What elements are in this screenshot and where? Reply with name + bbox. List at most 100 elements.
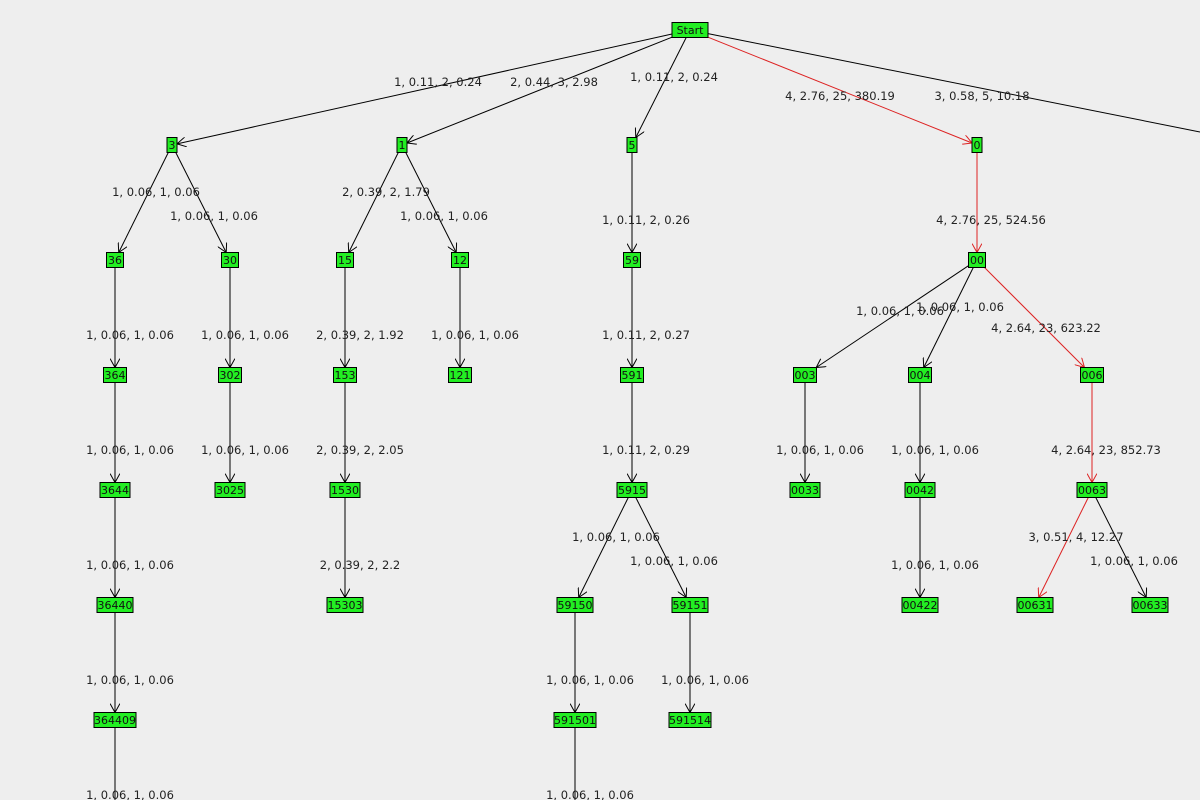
tree-node-15303[interactable]: 15303 — [326, 597, 364, 613]
tree-node-1530[interactable]: 1530 — [329, 482, 361, 498]
node-box — [106, 252, 124, 268]
node-label: 591 — [622, 369, 643, 382]
tree-node-15[interactable]: 15 — [336, 252, 354, 268]
tree-node-5915[interactable]: 5915 — [616, 482, 648, 498]
tree-node-00422[interactable]: 00422 — [901, 597, 939, 613]
tree-node-59[interactable]: 59 — [623, 252, 641, 268]
edge-label-59150-to-591501: 1, 0.06, 1, 0.06 — [546, 673, 634, 687]
tree-node-153[interactable]: 153 — [333, 367, 357, 383]
node-label: 59151 — [673, 599, 708, 612]
tree-node-12[interactable]: 12 — [451, 252, 469, 268]
edge-3-to-30 — [175, 152, 226, 253]
edge-label-Start-to-0: 4, 2.76, 25, 380.19 — [785, 89, 895, 103]
edge-00-to-004 — [924, 267, 974, 368]
edge-label-3-to-30: 1, 0.06, 1, 0.06 — [170, 209, 258, 223]
tree-node-3644[interactable]: 3644 — [99, 482, 131, 498]
tree-node-59150[interactable]: 59150 — [556, 597, 594, 613]
tree-node-364409[interactable]: 364409 — [93, 712, 137, 728]
node-box — [93, 712, 137, 728]
node-label: 5915 — [618, 484, 646, 497]
edge-label-59-to-591: 1, 0.11, 2, 0.27 — [602, 328, 690, 342]
edge-label-302-to-3025: 1, 0.06, 1, 0.06 — [201, 443, 289, 457]
node-label: 0063 — [1078, 484, 1106, 497]
tree-node-003[interactable]: 003 — [793, 367, 817, 383]
node-label: 364409 — [94, 714, 136, 727]
node-label: 00631 — [1018, 599, 1053, 612]
node-box — [218, 367, 242, 383]
node-box — [620, 367, 644, 383]
tree-node-0042[interactable]: 0042 — [904, 482, 936, 498]
edge-5915-to-59150 — [579, 497, 629, 598]
edge-label-30-to-302: 1, 0.06, 1, 0.06 — [201, 328, 289, 342]
tree-node-364[interactable]: 364 — [103, 367, 127, 383]
edge-label-15-to-153: 2, 0.39, 2, 1.92 — [316, 328, 404, 342]
tree-node-00[interactable]: 00 — [968, 252, 986, 268]
edge-3-to-36 — [119, 152, 169, 253]
node-label: 00422 — [903, 599, 938, 612]
node-box — [901, 597, 939, 613]
edges-layer — [115, 33, 1200, 800]
tree-node-00633[interactable]: 00633 — [1131, 597, 1169, 613]
tree-node-1[interactable]: 1 — [396, 137, 408, 153]
edge-0063-to-00633 — [1095, 497, 1146, 598]
tree-node-Start[interactable]: Start — [671, 22, 709, 38]
tree-node-004[interactable]: 004 — [908, 367, 932, 383]
tree-node-006[interactable]: 006 — [1080, 367, 1104, 383]
edge-label-00-to-003: 1, 0.06, 1, 0.06 — [856, 304, 944, 318]
tree-node-0063[interactable]: 0063 — [1076, 482, 1108, 498]
node-box — [616, 482, 648, 498]
node-label: 3644 — [101, 484, 129, 497]
node-label: 12 — [453, 254, 467, 267]
tree-node-591[interactable]: 591 — [620, 367, 644, 383]
node-box — [96, 597, 134, 613]
node-box — [904, 482, 936, 498]
node-box — [214, 482, 246, 498]
node-label: 0042 — [906, 484, 934, 497]
node-box — [1080, 367, 1104, 383]
edge-0063-to-00631-highlighted — [1039, 497, 1089, 598]
node-label: 00 — [970, 254, 984, 267]
tree-node-3025[interactable]: 3025 — [214, 482, 246, 498]
edge-label-591-to-5915: 1, 0.11, 2, 0.29 — [602, 443, 690, 457]
edge-Start-to-0-highlighted — [707, 36, 972, 143]
node-box — [671, 597, 709, 613]
tree-node-00631[interactable]: 00631 — [1016, 597, 1054, 613]
edge-5915-to-59151 — [635, 497, 686, 598]
tree-node-59151[interactable]: 59151 — [671, 597, 709, 613]
tree-node-121[interactable]: 121 — [448, 367, 472, 383]
edge-label-5-to-59: 1, 0.11, 2, 0.26 — [602, 213, 690, 227]
edge-label-Start-to-3: 1, 0.11, 2, 0.24 — [394, 75, 482, 89]
tree-node-302[interactable]: 302 — [218, 367, 242, 383]
tree-node-591514[interactable]: 591514 — [668, 712, 712, 728]
tree-node-36440[interactable]: 36440 — [96, 597, 134, 613]
tree-node-5[interactable]: 5 — [626, 137, 638, 153]
tree-node-0[interactable]: 0 — [971, 137, 983, 153]
node-label: 591514 — [669, 714, 711, 727]
edge-label-Start-to-5: 1, 0.11, 2, 0.24 — [630, 70, 718, 84]
tree-node-591501[interactable]: 591501 — [553, 712, 597, 728]
tree-node-0033[interactable]: 0033 — [789, 482, 821, 498]
node-label: 003 — [795, 369, 816, 382]
node-label: 364 — [105, 369, 126, 382]
edge-1-to-15 — [349, 152, 399, 253]
node-label: 302 — [220, 369, 241, 382]
node-label: 591501 — [554, 714, 596, 727]
node-label: 59 — [625, 254, 639, 267]
tree-node-30[interactable]: 30 — [221, 252, 239, 268]
tree-node-36[interactable]: 36 — [106, 252, 124, 268]
node-box — [668, 712, 712, 728]
node-label: 3025 — [216, 484, 244, 497]
node-label: 153 — [335, 369, 356, 382]
node-box — [968, 252, 986, 268]
edge-label-364-to-3644: 1, 0.06, 1, 0.06 — [86, 443, 174, 457]
node-box — [789, 482, 821, 498]
node-box — [623, 252, 641, 268]
node-box — [553, 712, 597, 728]
edge-label-003-to-0033: 1, 0.06, 1, 0.06 — [776, 443, 864, 457]
tree-node-3[interactable]: 3 — [166, 137, 178, 153]
node-label: 0033 — [791, 484, 819, 497]
edge-label-0-to-00: 4, 2.76, 25, 524.56 — [936, 213, 1046, 227]
node-label: 1530 — [331, 484, 359, 497]
node-label: 006 — [1082, 369, 1103, 382]
